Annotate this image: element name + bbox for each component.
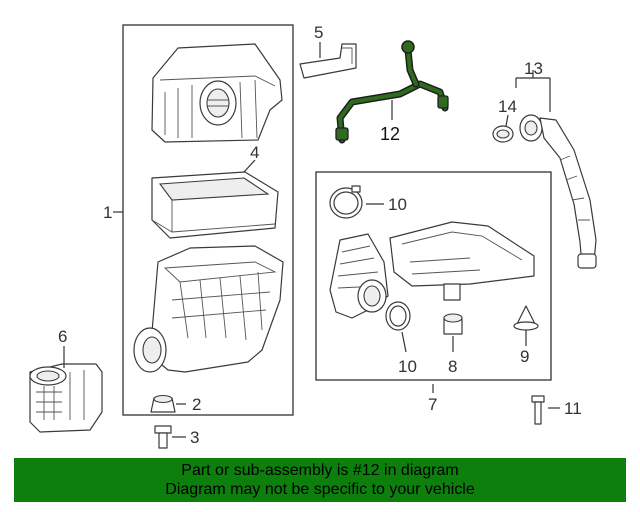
banner-line-1: Part or sub-assembly is #12 in diagram — [181, 462, 459, 479]
callout-14: 14 — [498, 97, 517, 116]
callout-13: 13 — [524, 59, 543, 78]
callout-12: 12 — [380, 124, 400, 144]
callout-10-lower: 10 — [398, 357, 417, 376]
isolator-part-9[interactable] — [513, 305, 539, 331]
callout-5: 5 — [314, 23, 323, 42]
clamp-part-14[interactable] — [492, 125, 514, 143]
part-info-banner: Part or sub-assembly is #12 in diagram D… — [14, 458, 626, 502]
banner-line-2: Diagram may not be specific to your vehi… — [165, 481, 475, 498]
vent-hose-part-12[interactable] — [335, 40, 449, 144]
assembly-box-7 — [315, 171, 552, 381]
leader-lines — [63, 42, 560, 438]
callout-6: 6 — [58, 327, 67, 346]
mass-air-flow-sensor[interactable] — [29, 363, 103, 433]
callout-11: 11 — [564, 399, 582, 418]
clamp-part-10-upper[interactable] — [329, 185, 363, 219]
grommet-part-8[interactable] — [443, 313, 463, 335]
callout-9: 9 — [520, 347, 529, 366]
bolt-part-11[interactable] — [531, 395, 545, 425]
clamp-part-10-lower[interactable] — [385, 301, 411, 331]
bracket-part-5[interactable] — [299, 43, 357, 79]
inlet-tube-part-13[interactable] — [519, 114, 597, 269]
callout-4: 4 — [250, 143, 259, 162]
bolt-part-3[interactable] — [154, 425, 172, 449]
callout-10-upper: 10 — [388, 195, 407, 214]
callout-7: 7 — [428, 395, 437, 414]
air-cleaner-housing[interactable] — [133, 245, 284, 373]
callout-2: 2 — [192, 395, 201, 414]
clip-part-2[interactable] — [150, 394, 176, 413]
callout-3: 3 — [190, 428, 199, 447]
callout-1: 1 — [103, 203, 112, 222]
air-filter-element[interactable] — [151, 171, 279, 239]
intake-duct-resonator[interactable] — [329, 221, 535, 319]
assembly-box-1 — [122, 24, 294, 416]
callout-8: 8 — [448, 357, 457, 376]
air-cleaner-cover[interactable] — [151, 43, 283, 143]
